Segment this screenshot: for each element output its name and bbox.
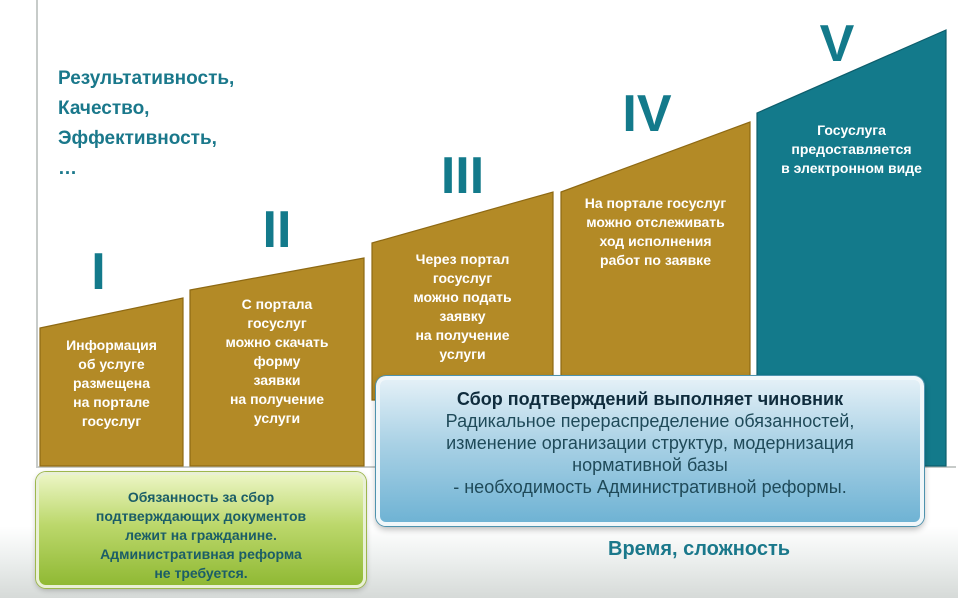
official-responsibility-box: Сбор подтверждений выполняет чиновник Ра… (376, 376, 924, 526)
stage-numeral-3: III (440, 147, 485, 205)
stage-bar-1 (39, 297, 184, 467)
vertical-axis (36, 0, 38, 468)
x-axis-label: Время, сложность (608, 538, 791, 560)
results-line: Эффективность, (58, 128, 217, 149)
stage-numeral-5: V (819, 15, 855, 73)
results-list: Результативность, Качество, Эффективност… (58, 64, 234, 184)
stage-numeral-1: I (91, 243, 106, 301)
results-line: Качество, (58, 98, 150, 119)
stage-text-2: С портала госуслуг можно скачать форму з… (225, 296, 329, 426)
stage-text-4: На портале госуслуг можно отслеживать хо… (584, 195, 727, 268)
stage-text-1: Информация об услуге размещена на портал… (66, 337, 157, 429)
official-box-title: Сбор подтверждений выполняет чиновник (456, 389, 844, 409)
results-line: Результативность, (58, 68, 235, 89)
citizen-responsibility-box: Обязанность за сбор подтверждающих докум… (36, 472, 366, 588)
results-line: … (58, 158, 77, 179)
stage-text-3: Через портал госуслуг можно подать заявк… (413, 251, 512, 362)
stage-bar-2 (189, 257, 365, 467)
stage-text-5: Госуслуга предоставляется в электронном … (781, 122, 922, 176)
stage-bar-5 (756, 29, 947, 467)
stage-numeral-4: IV (622, 85, 672, 143)
stage-numeral-2: II (262, 201, 292, 259)
